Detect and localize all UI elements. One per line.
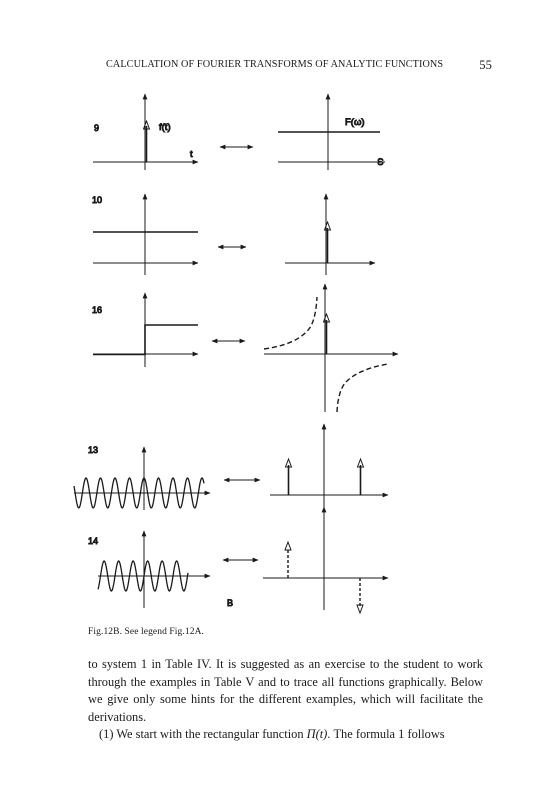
row-14: 14 B <box>88 506 389 615</box>
right-function-label: F(ω) <box>345 117 365 128</box>
paragraph: (1) We start with the rectangular functi… <box>88 726 483 744</box>
page-number: 55 <box>479 58 492 72</box>
row-number: 14 <box>88 536 98 546</box>
reciprocal-branch-lower <box>336 363 389 413</box>
header-title: CALCULATION OF FOURIER TRANSFORMS OF ANA… <box>106 59 444 70</box>
body-text: to system 1 in Table IV. It is suggested… <box>88 656 483 744</box>
left-axis-label: t <box>190 149 193 160</box>
delta-arrowhead <box>284 540 292 551</box>
row-10: 10 <box>92 193 376 275</box>
paragraph: to system 1 in Table IV. It is suggested… <box>88 657 483 724</box>
delta-arrowhead <box>284 457 293 468</box>
row-number: 10 <box>92 195 102 205</box>
delta-arrowhead <box>142 119 151 130</box>
row-13: 13 <box>73 423 389 510</box>
right-axis-label: ω <box>375 158 386 166</box>
figure-part-label: B <box>227 598 233 608</box>
reciprocal-branch-upper <box>263 296 318 350</box>
row-9: 9 f(t) t F(ω) ω <box>93 93 387 170</box>
paragraph-text: . The formula 1 follows <box>327 727 445 741</box>
math-symbol: Π(t) <box>306 727 328 741</box>
row-number: 16 <box>92 305 102 315</box>
row-16: 16 <box>92 283 399 413</box>
step-function <box>93 324 198 356</box>
delta-arrowhead <box>323 220 332 231</box>
cosine-wave <box>73 477 205 509</box>
left-function-label: f(t) <box>159 122 171 133</box>
row-number: 13 <box>88 445 98 455</box>
delta-arrowhead <box>356 457 365 468</box>
delta-arrowhead <box>356 604 364 615</box>
row-number: 9 <box>94 123 99 133</box>
figure-caption: Fig.12B. See legend Fig.12A. <box>88 627 205 637</box>
sine-wave <box>97 560 189 592</box>
paragraph-text: (1) We start with the rectangular functi… <box>99 727 307 741</box>
delta-arrowhead <box>322 312 331 323</box>
